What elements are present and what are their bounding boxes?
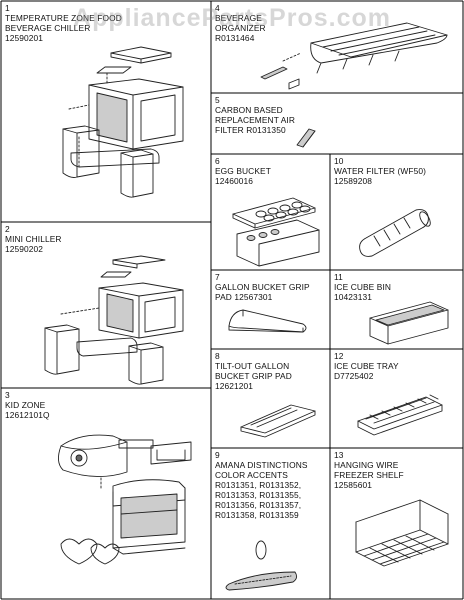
part-description-line: GALLON BUCKET GRIP — [215, 282, 310, 292]
part-cell-12: 12 ICE CUBE TRAY D7725402 — [330, 349, 463, 448]
part-code: 12589208 — [334, 176, 373, 186]
part-cell-6: 6 EGG BUCKET 12460016 — [211, 154, 330, 270]
part-label-8: 8 TILT-OUT GALLON BUCKET GRIP PAD 126212… — [215, 351, 292, 391]
air-filter-drawing — [296, 128, 316, 148]
part-description-line: COLOR ACCENTS — [215, 470, 288, 480]
part-description-line: TILT-OUT GALLON — [215, 361, 290, 371]
part-code: 12585601 — [334, 480, 373, 490]
part-code: PAD 12567301 — [215, 292, 273, 302]
part-number: 2 — [5, 224, 10, 234]
ice-cube-bin-drawing — [369, 301, 449, 345]
part-description-line: ICE CUBE TRAY — [334, 361, 399, 371]
part-number: 1 — [5, 3, 10, 13]
part-code: D7725402 — [334, 371, 374, 381]
part-cell-13: 13 HANGING WIRE FREEZER SHELF 12585601 — [330, 448, 463, 599]
part-number: 12 — [334, 351, 344, 361]
part-description-line: BUCKET GRIP PAD — [215, 371, 292, 381]
part-label-9: 9 AMANA DISTINCTIONS COLOR ACCENTS R0131… — [215, 450, 308, 520]
part-label-2: 2 MINI CHILLER 12590202 — [5, 224, 62, 254]
beverage-organizer-drawing — [260, 22, 448, 90]
part-description-line: FREEZER SHELF — [334, 470, 404, 480]
grip-pad-drawing — [228, 309, 307, 333]
part-number: 10 — [334, 156, 344, 166]
water-filter-drawing — [359, 209, 431, 257]
part-number: 3 — [5, 390, 10, 400]
part-number: 13 — [334, 450, 344, 460]
part-label-7: 7 GALLON BUCKET GRIP PAD 12567301 — [215, 272, 310, 302]
part-number: 11 — [334, 272, 343, 282]
part-description-line: BEVERAGE — [215, 13, 262, 23]
part-label-6: 6 EGG BUCKET 12460016 — [215, 156, 271, 186]
color-accents-drawing — [225, 540, 298, 591]
part-code: FILTER R0131350 — [215, 125, 286, 135]
part-cell-3: 3 KID ZONE 12612101Q — [1, 388, 211, 599]
beverage-chiller-drawing — [62, 46, 184, 198]
part-description-line: AMANA DISTINCTIONS — [215, 460, 308, 470]
part-cell-8: 8 TILT-OUT GALLON BUCKET GRIP PAD 126212… — [211, 349, 330, 448]
part-description-line: ORGANIZER — [215, 23, 266, 33]
part-description-line: TEMPERATURE ZONE FOOD — [5, 13, 122, 23]
part-description-line: ICE CUBE BIN — [334, 282, 392, 292]
part-cell-7: 7 GALLON BUCKET GRIP PAD 12567301 — [211, 270, 330, 349]
part-cell-10: 10 WATER FILTER (WF50) 12589208 — [330, 154, 463, 270]
part-description-line: REPLACEMENT AIR — [215, 115, 295, 125]
part-code: 12612101Q — [5, 410, 50, 420]
part-cell-9: 9 AMANA DISTINCTIONS COLOR ACCENTS R0131… — [211, 448, 330, 599]
part-number: 6 — [215, 156, 220, 166]
part-code: R0131356, R0131357, — [215, 500, 302, 510]
freezer-shelf-drawing — [355, 499, 449, 567]
part-number: 8 — [215, 351, 220, 361]
part-cell-1: 1 TEMPERATURE ZONE FOOD BEVERAGE CHILLER… — [1, 1, 211, 222]
ice-cube-tray-drawing — [357, 394, 443, 436]
part-code: 12621201 — [215, 381, 254, 391]
part-code: R0131464 — [215, 33, 255, 43]
part-code: 12590201 — [5, 33, 44, 43]
part-code: 12590202 — [5, 244, 44, 254]
mini-chiller-drawing — [44, 255, 184, 385]
part-label-12: 12 ICE CUBE TRAY D7725402 — [334, 351, 399, 381]
part-cell-2: 2 MINI CHILLER 12590202 — [1, 222, 211, 388]
part-label-5: 5 CARBON BASED REPLACEMENT AIR FILTER R0… — [215, 95, 295, 135]
part-code: R0131358, R0131359 — [215, 510, 299, 520]
part-code: 10423131 — [334, 292, 373, 302]
part-number: 7 — [215, 272, 220, 282]
part-description-line: BEVERAGE CHILLER — [5, 23, 91, 33]
part-code: 12460016 — [215, 176, 254, 186]
part-description-line: EGG BUCKET — [215, 166, 271, 176]
egg-bucket-drawing — [232, 197, 320, 267]
part-description-line: MINI CHILLER — [5, 234, 62, 244]
part-code: R0131353, R0131355, — [215, 490, 302, 500]
part-description-line: HANGING WIRE — [334, 460, 399, 470]
tilt-out-grip-pad-drawing — [240, 404, 316, 438]
part-label-10: 10 WATER FILTER (WF50) 12589208 — [334, 156, 426, 186]
part-description-line: CARBON BASED — [215, 105, 283, 115]
kid-zone-drawing — [58, 434, 192, 565]
part-label-11: 11 ICE CUBE BIN 10423131 — [334, 272, 391, 302]
part-number: 9 — [215, 450, 220, 460]
part-label-1: 1 TEMPERATURE ZONE FOOD BEVERAGE CHILLER… — [5, 3, 122, 43]
part-number: 4 — [215, 3, 220, 13]
part-description-line: KID ZONE — [5, 400, 46, 410]
part-number: 5 — [215, 95, 220, 105]
part-cell-5: 5 CARBON BASED REPLACEMENT AIR FILTER R0… — [211, 93, 463, 154]
part-description-line: WATER FILTER (WF50) — [334, 166, 427, 176]
part-label-3: 3 KID ZONE 12612101Q — [5, 390, 50, 420]
part-label-13: 13 HANGING WIRE FREEZER SHELF 12585601 — [334, 450, 404, 490]
part-cell-11: 11 ICE CUBE BIN 10423131 — [330, 270, 463, 349]
part-code: R0131351, R0131352, — [215, 480, 302, 490]
part-label-4: 4 BEVERAGE ORGANIZER R0131464 — [215, 3, 266, 43]
part-cell-4: 4 BEVERAGE ORGANIZER R0131464 — [211, 1, 463, 93]
